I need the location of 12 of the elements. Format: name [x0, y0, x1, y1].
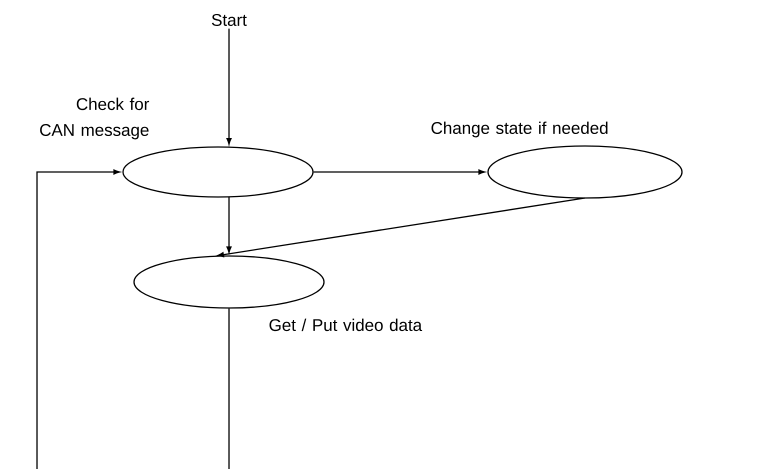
- arrow: [36, 169, 120, 469]
- process-ellipse: [133, 255, 325, 309]
- arrow: [226, 28, 232, 145]
- arrow: [217, 197, 586, 258]
- arrow: [314, 169, 486, 175]
- step-caption: Get / Put video data: [270, 318, 422, 332]
- step-caption: Change state if needed: [432, 122, 608, 138]
- label-text: Start: [212, 14, 247, 26]
- arrow: [226, 197, 232, 253]
- process-ellipse: [122, 146, 314, 198]
- step-caption: Check for CAN message: [40, 98, 150, 140]
- process-ellipse: [487, 145, 683, 199]
